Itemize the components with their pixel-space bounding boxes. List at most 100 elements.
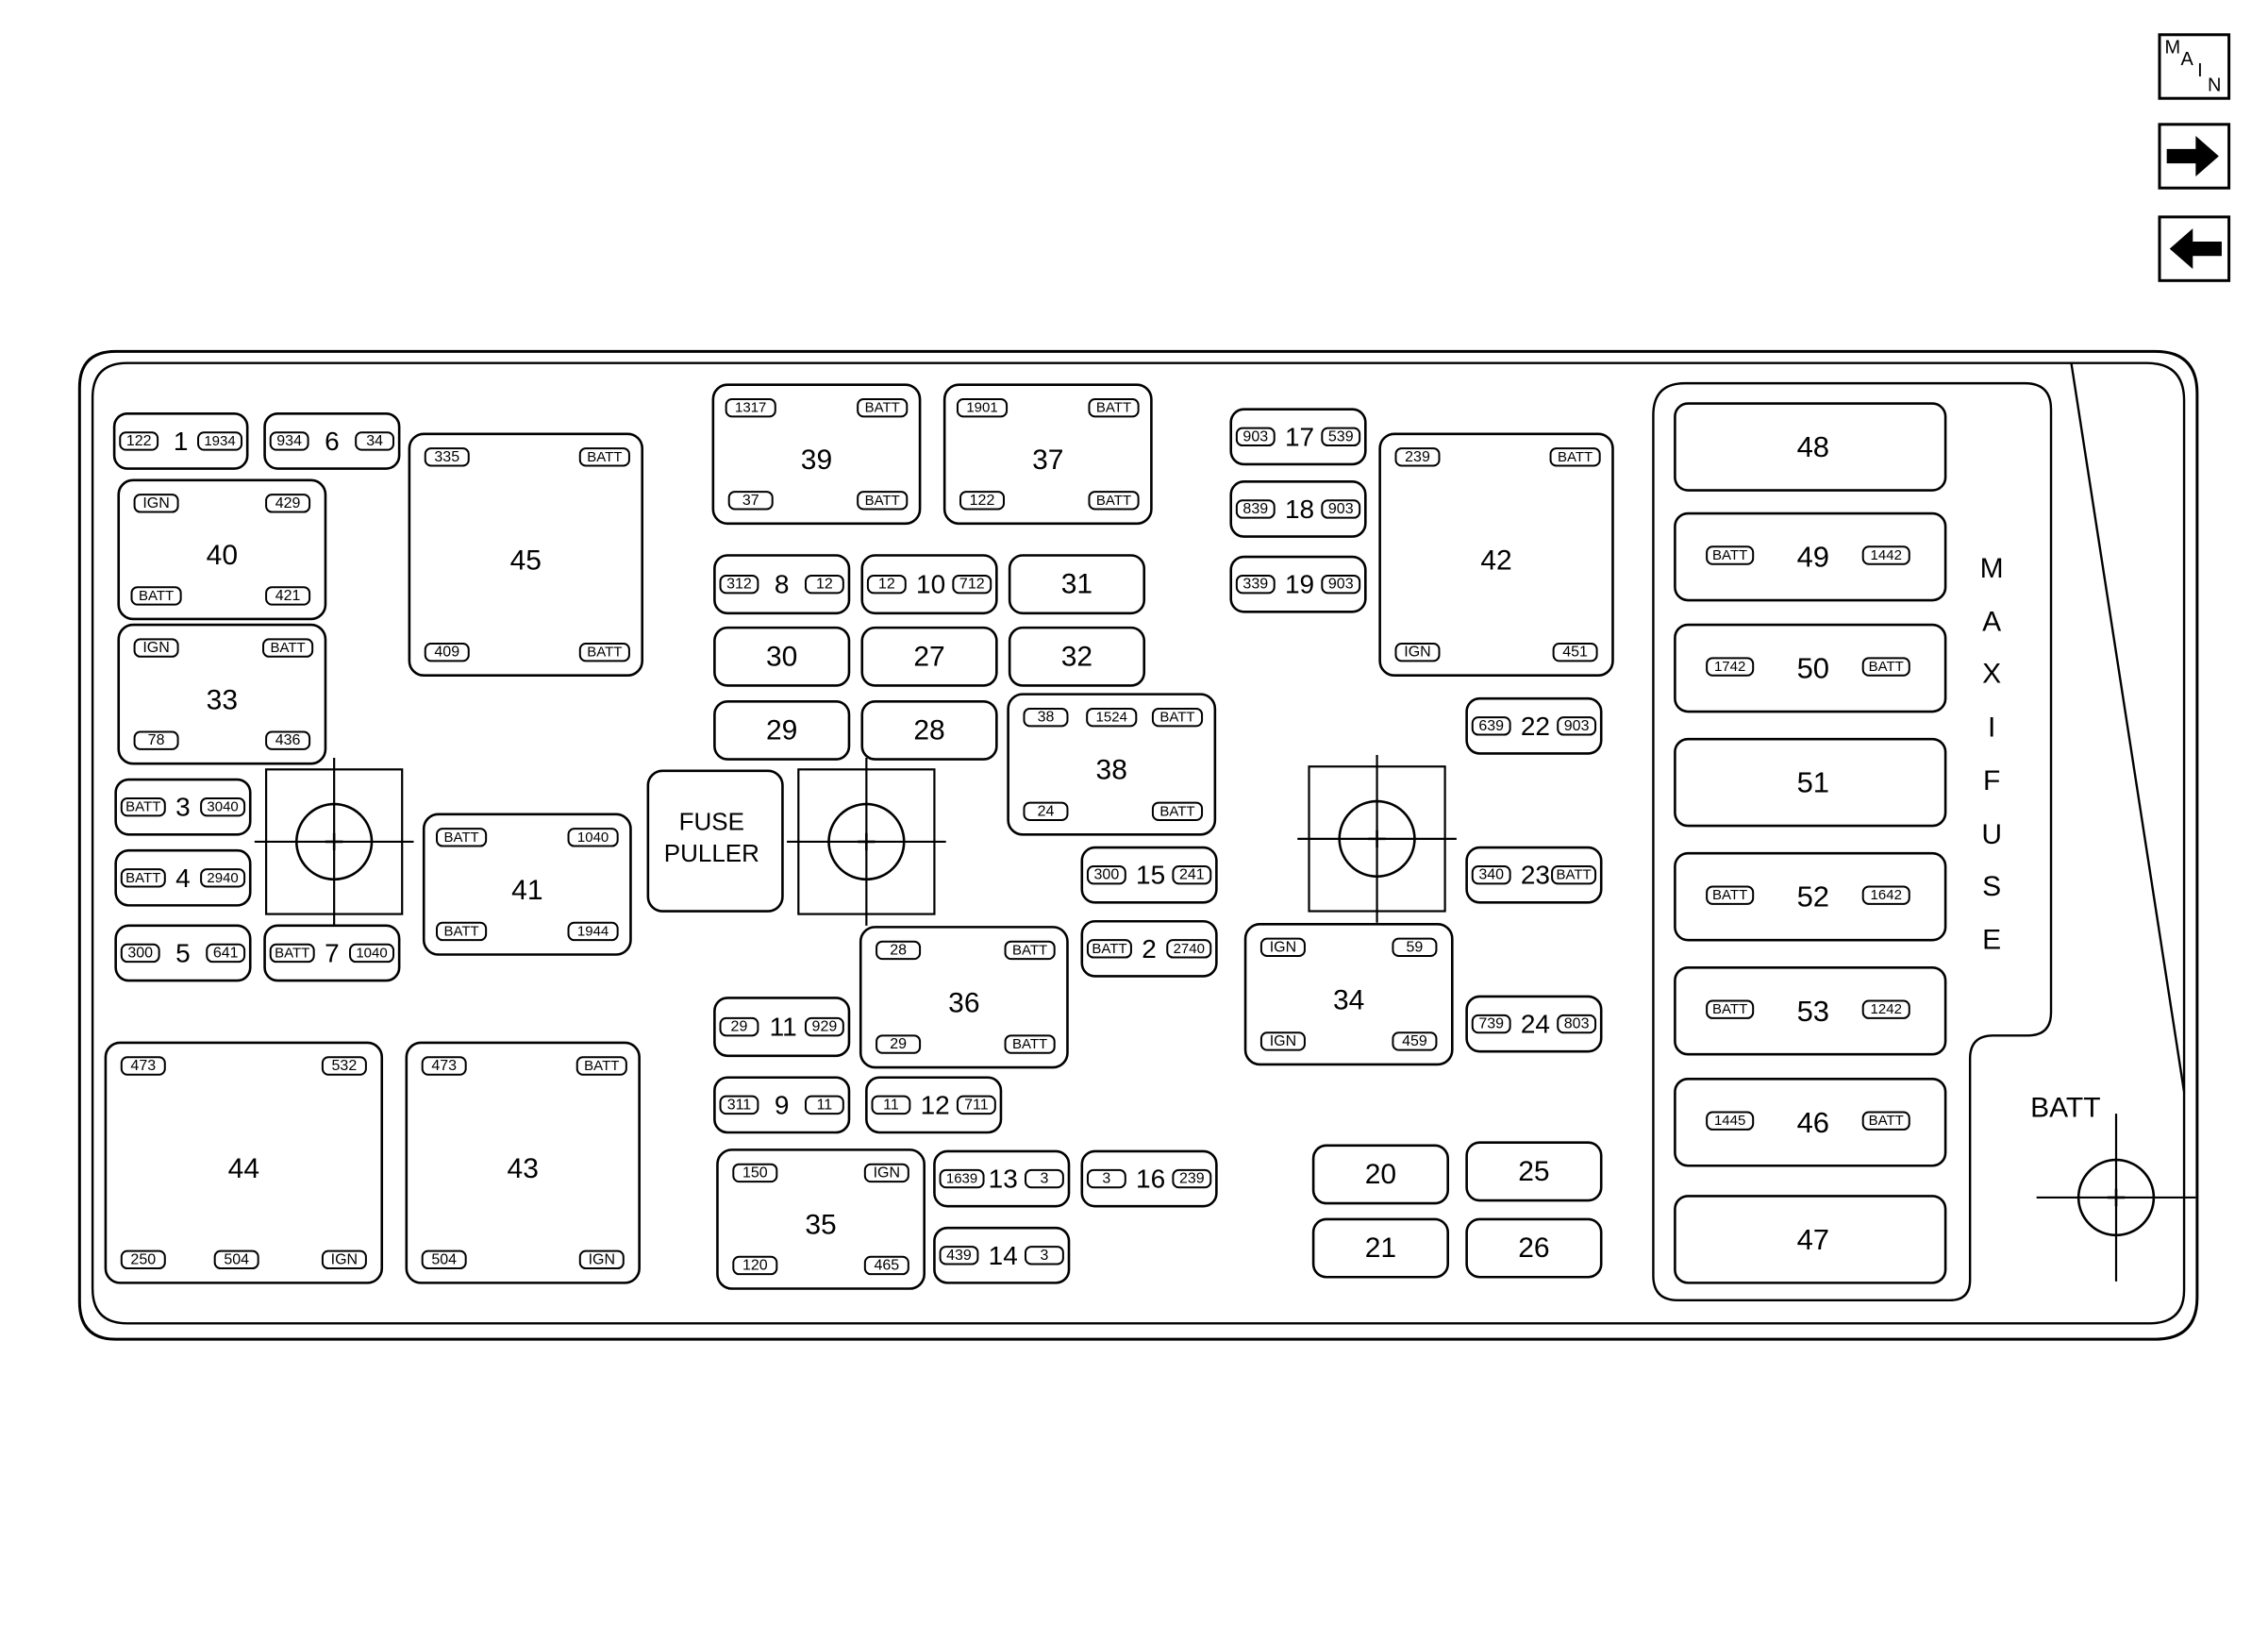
terminal-pad bbox=[1259, 937, 1306, 958]
maxi-fuse-letter: E bbox=[1982, 925, 2001, 956]
relay-body bbox=[422, 813, 632, 956]
relay-terminal-br: 1944 bbox=[567, 921, 619, 942]
fuse-number: 2 bbox=[1142, 934, 1157, 964]
terminal-pad bbox=[719, 1016, 759, 1037]
terminal-pad bbox=[200, 868, 246, 888]
terminal-label: 934 bbox=[276, 433, 302, 449]
fuse-32[interactable]: 32 bbox=[1008, 626, 1146, 687]
fuse-body bbox=[114, 848, 252, 907]
relay-terminal-tl: 1901 bbox=[956, 397, 1009, 418]
terminal-label: 929 bbox=[812, 1019, 838, 1035]
terminal-label: 903 bbox=[1564, 718, 1590, 734]
fuse-29[interactable]: 29 bbox=[713, 699, 851, 761]
terminal-label: 12 bbox=[816, 577, 833, 593]
fuse-25[interactable]: 25 bbox=[1465, 1141, 1603, 1202]
maxi-terminal-right: BATT bbox=[1861, 1111, 1910, 1131]
next-button[interactable] bbox=[2158, 123, 2231, 190]
relay-terminal-tr: BATT bbox=[262, 638, 314, 658]
fuse-26[interactable]: 26 bbox=[1465, 1217, 1603, 1279]
fuse-21[interactable]: 21 bbox=[1311, 1217, 1449, 1279]
fuse-27[interactable]: 27 bbox=[860, 626, 998, 687]
fuse-terminal-left: 639 bbox=[1471, 716, 1511, 736]
terminal-pad bbox=[265, 730, 311, 750]
terminal-label: 504 bbox=[431, 1251, 457, 1267]
maxi-fuse-48[interactable]: 48 bbox=[1674, 402, 1947, 492]
relay-number: 42 bbox=[1480, 545, 1511, 576]
terminal-label: 335 bbox=[434, 449, 459, 465]
fuse-28[interactable]: 28 bbox=[860, 699, 998, 761]
relay-terminal-tl: 28 bbox=[876, 940, 922, 961]
fuse-terminal-left: 300 bbox=[1086, 865, 1126, 885]
terminal-label: 539 bbox=[1328, 428, 1354, 444]
fuse-31[interactable]: 31 bbox=[1008, 554, 1146, 615]
terminal-label: 1040 bbox=[577, 830, 609, 846]
maxi-fuse-51[interactable]: 51 bbox=[1674, 737, 1947, 828]
fuse-puller-label-line2: PULLER bbox=[664, 839, 759, 867]
fuse-number: 14 bbox=[989, 1241, 1018, 1270]
fuse-20[interactable]: 20 bbox=[1311, 1144, 1449, 1205]
terminal-label: 311 bbox=[727, 1097, 752, 1113]
fuse-body bbox=[860, 554, 998, 615]
terminal-label: 239 bbox=[1179, 1171, 1205, 1187]
terminal-label: 12 bbox=[878, 577, 895, 593]
maxi-fuse-47[interactable]: 47 bbox=[1674, 1195, 1947, 1284]
terminal-pad bbox=[1235, 427, 1276, 447]
relay-terminal-tr: 1040 bbox=[567, 828, 619, 847]
fuse-number: 27 bbox=[913, 641, 944, 672]
battery-stud bbox=[2036, 1114, 2196, 1282]
fuse-terminal-right: 12 bbox=[804, 574, 844, 595]
relay-body bbox=[942, 383, 1153, 526]
fuse-terminal-left: 339 bbox=[1235, 574, 1276, 595]
fuse-terminal-right: 11 bbox=[804, 1095, 844, 1115]
back-button[interactable] bbox=[2158, 215, 2231, 282]
terminal-label: IGN bbox=[589, 1251, 615, 1267]
terminal-pad bbox=[876, 1034, 922, 1054]
terminal-label: 421 bbox=[275, 588, 301, 604]
terminal-pad bbox=[1706, 999, 1755, 1019]
fuse-30[interactable]: 30 bbox=[713, 626, 851, 687]
